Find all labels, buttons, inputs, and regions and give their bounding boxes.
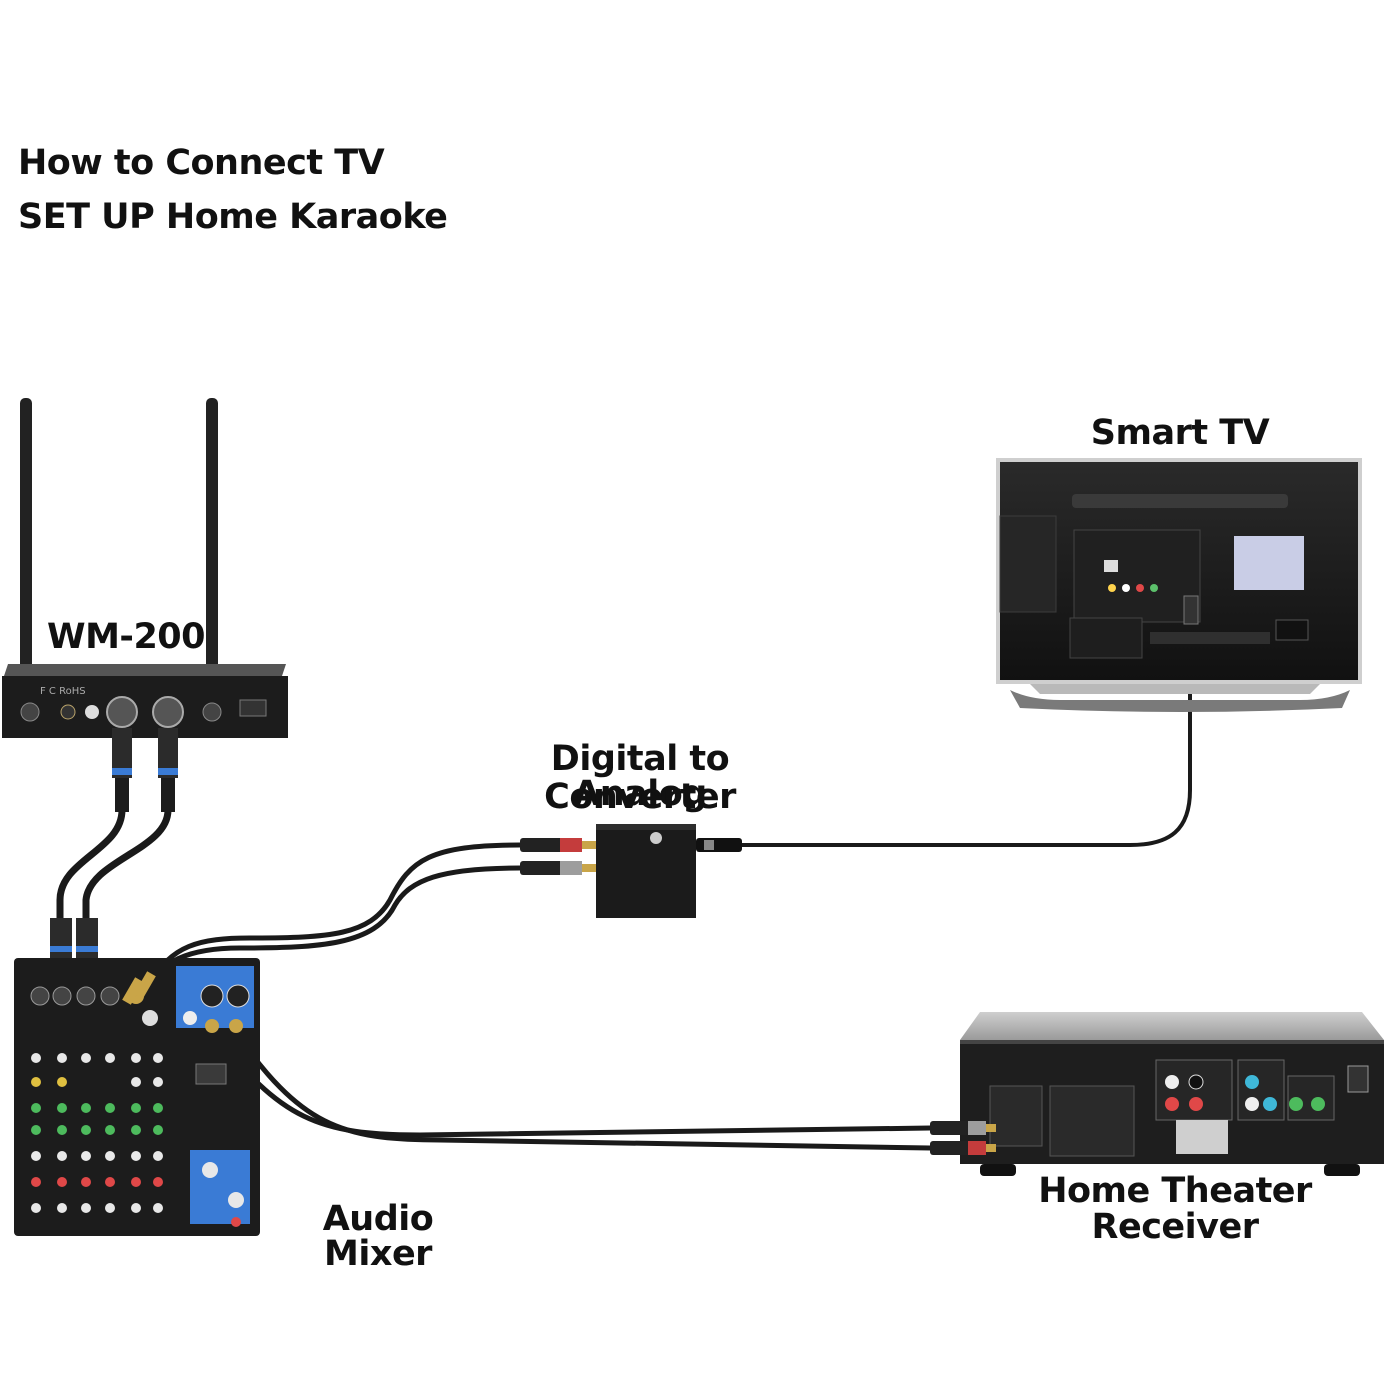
svg-text:F C RoHS: F C RoHS [40, 686, 86, 697]
mixer-knobs [31, 1053, 244, 1227]
antenna-left [20, 398, 32, 678]
title-line-1: How to Connect TV [18, 143, 385, 183]
converter-device [520, 824, 742, 918]
wireless-receiver-device: F C RoHS [2, 398, 288, 812]
home-theater-label-line-2: Receiver [1091, 1207, 1259, 1247]
converter-body [596, 824, 696, 918]
audio-mixer-device [14, 918, 260, 1236]
rca-cable-2 [137, 865, 523, 998]
converter-label-line-2: Converter [544, 777, 736, 817]
wm200-label: WM-200 [46, 617, 206, 657]
tv-label-panel [1234, 536, 1304, 590]
optical-cable [738, 618, 1192, 847]
home-theater-top [960, 1012, 1384, 1040]
xlr-cable-2 [82, 806, 172, 934]
smart-tv-label: Smart TV [1090, 413, 1270, 453]
home-theater-device [930, 1012, 1384, 1176]
title-line-2: SET UP Home Karaoke [18, 197, 448, 237]
xlr-cable-1 [56, 806, 126, 934]
smart-tv-device [996, 458, 1362, 712]
tv-stand [1010, 690, 1350, 712]
home-theater-label-line-1: Home Theater [1038, 1171, 1312, 1211]
antenna-right [206, 398, 218, 678]
rca-cable-1 [147, 842, 523, 988]
converter-label-line-1: Digital to Analog [550, 739, 730, 814]
audio-mixer-label: Audio Mixer [322, 1199, 434, 1274]
